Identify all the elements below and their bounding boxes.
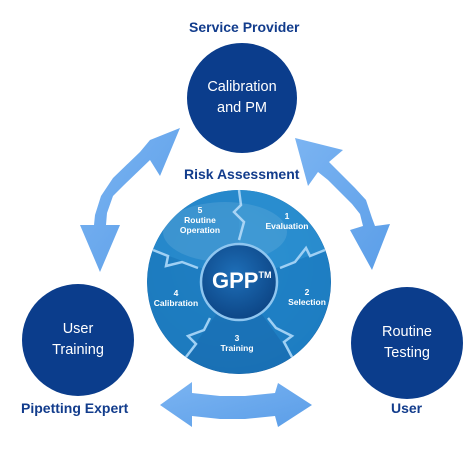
wheel-center-label: GPPTM: [212, 268, 271, 294]
segment-1-number: 1: [284, 211, 290, 221]
arrow-right-double: [295, 138, 390, 270]
heading-risk-assessment: Risk Assessment: [184, 166, 300, 182]
heading-user: User: [391, 400, 423, 416]
segment-4-label: 4 Calibration: [148, 288, 204, 308]
segment-4-text: Calibration: [153, 298, 199, 308]
heading-service-provider: Service Provider: [189, 19, 300, 35]
node-user-training-circle: [22, 284, 134, 396]
segment-2-label: 2 Selection: [282, 287, 332, 307]
arrow-bottom-double: [160, 382, 312, 427]
wheel-trademark: TM: [258, 270, 272, 280]
segment-3-text: Training: [220, 343, 254, 353]
segment-1-label: 1 Evaluation: [262, 211, 312, 231]
segment-5-text: Routine: [184, 215, 216, 225]
node-user-training: User Training: [23, 319, 133, 361]
heading-pipetting-expert: Pipetting Expert: [21, 400, 129, 416]
node-calibration-pm-circle: [187, 43, 297, 153]
node-user-training-line2: Training: [52, 342, 104, 358]
segment-dividers: [152, 189, 326, 358]
segment-2-text: Selection: [288, 297, 326, 307]
wheel-center-text: GPP: [212, 268, 259, 293]
segment-5-text-line2: Operation: [179, 225, 221, 235]
gpp-wheel: [147, 189, 331, 374]
node-routine-testing-circle: [351, 287, 463, 399]
node-calibration-pm: Calibration and PM: [187, 77, 297, 119]
arrow-left-double: [80, 128, 180, 272]
segment-5-number: 5: [197, 205, 203, 215]
segment-4-number: 4: [173, 288, 179, 298]
node-calibration-pm-line1: Calibration: [207, 79, 277, 95]
segment-3-shape: [186, 282, 292, 374]
node-calibration-pm-line2: and PM: [217, 100, 267, 116]
wheel-hub: [199, 242, 279, 322]
segment-2-number: 2: [304, 287, 310, 297]
node-routine-testing-line1: Routine: [382, 324, 432, 340]
segment-3-number: 3: [234, 333, 240, 343]
segment-5-label: 5 Routine Operation: [172, 205, 228, 235]
node-routine-testing: Routine Testing: [352, 322, 462, 364]
node-routine-testing-line2: Testing: [384, 345, 430, 361]
node-user-training-line1: User: [62, 321, 94, 337]
segment-1-text: Evaluation: [265, 221, 309, 231]
segment-3-label: 3 Training: [212, 333, 262, 353]
